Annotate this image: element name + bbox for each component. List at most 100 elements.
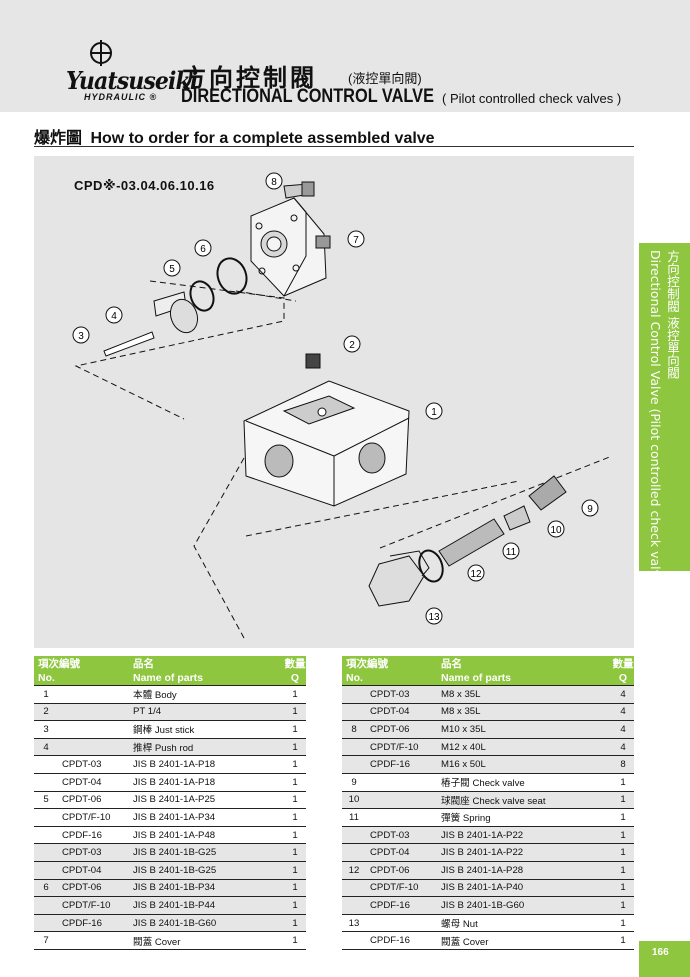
part-name-cell: 彈簧 Spring — [437, 808, 612, 827]
callout-13: 13 — [425, 607, 443, 625]
quantity-cell: 1 — [284, 861, 306, 880]
col-q-en: Q — [612, 671, 634, 686]
quantity-cell: 1 — [612, 861, 634, 880]
quantity-cell: 4 — [612, 685, 634, 704]
model-cell: CPDT/F-10 — [366, 738, 437, 757]
callout-5: 5 — [163, 259, 181, 277]
part-number-cell: 12 — [342, 861, 366, 880]
quantity-cell: 1 — [284, 685, 306, 704]
col-no-en: No. — [34, 671, 129, 686]
part-number-cell: 7 — [34, 931, 58, 950]
callout-7: 7 — [347, 230, 365, 248]
part-name-cell: JIS B 2401-1B-G60 — [437, 896, 612, 915]
svg-text:10: 10 — [550, 525, 562, 536]
model-cell: CPDT-03 — [366, 685, 437, 704]
quantity-cell: 1 — [284, 843, 306, 862]
svg-text:13: 13 — [428, 612, 440, 623]
svg-text:3: 3 — [78, 331, 84, 342]
quantity-cell: 1 — [612, 896, 634, 915]
side-tab — [639, 243, 690, 571]
part-name-cell: JIS B 2401-1B-P44 — [129, 896, 284, 915]
callout-4: 4 — [105, 306, 123, 324]
callout-10: 10 — [547, 520, 565, 538]
part-name-cell: PT 1/4 — [129, 703, 284, 722]
model-cell: CPDT-03 — [58, 843, 129, 862]
svg-text:7: 7 — [353, 235, 359, 246]
quantity-cell: 1 — [612, 808, 634, 827]
quantity-cell: 1 — [612, 931, 634, 950]
col-name-zh: 品名 — [129, 656, 284, 671]
page-number-tab — [639, 941, 690, 977]
part-name-cell: JIS B 2401-1A-P40 — [437, 879, 612, 898]
quantity-cell: 1 — [284, 808, 306, 827]
quantity-cell: 1 — [612, 773, 634, 792]
title-english-sub: ( Pilot controlled check valves ) — [442, 91, 622, 106]
model-cell — [58, 685, 129, 704]
svg-text:6: 6 — [200, 244, 206, 255]
callout-9: 9 — [581, 499, 599, 517]
quantity-cell: 1 — [284, 826, 306, 845]
part-name-cell: JIS B 2401-1B-G60 — [129, 914, 284, 933]
part-number-cell: 3 — [34, 720, 58, 739]
part-number-cell — [342, 738, 366, 757]
title-english: DIRECTIONAL CONTROL VALVE — [181, 86, 434, 107]
callout-8: 8 — [265, 172, 283, 190]
col-name-zh: 品名 — [437, 656, 612, 671]
logo-wordmark: Yuatsuseiki — [66, 66, 198, 95]
part-name-cell: M10 x 35L — [437, 720, 612, 739]
col-name-en: Name of parts — [437, 671, 612, 686]
quantity-cell: 1 — [284, 738, 306, 757]
model-cell: CPDT-06 — [58, 879, 129, 898]
part-number-cell — [34, 808, 58, 827]
part-name-cell: JIS B 2401-1A-P22 — [437, 826, 612, 845]
title-chinese-sub: (液控單向閥) — [348, 71, 422, 86]
quantity-cell: 1 — [284, 896, 306, 915]
model-cell: CPDT-06 — [366, 861, 437, 880]
part-number-cell — [34, 773, 58, 792]
title-chinese: 方向控制閥 — [182, 64, 317, 92]
part-name-cell: JIS B 2401-1A-P28 — [437, 861, 612, 880]
part-number-cell — [34, 843, 58, 862]
callout-3: 3 — [72, 326, 90, 344]
exploded-diagram: 1 2 3 4 5 6 7 8 9 10 11 12 13 CPD※-03.04… — [34, 156, 634, 648]
col-q-en: Q — [284, 671, 306, 686]
model-cell — [366, 914, 437, 933]
callout-2: 2 — [343, 335, 361, 353]
part-number-cell: 4 — [34, 738, 58, 757]
part-name-cell: JIS B 2401-1A-P25 — [129, 791, 284, 810]
part-name-cell: 螺母 Nut — [437, 914, 612, 933]
part-name-cell: JIS B 2401-1A-P48 — [129, 826, 284, 845]
part-number-cell: 10 — [342, 791, 366, 810]
svg-text:8: 8 — [271, 177, 277, 188]
callout-11: 11 — [502, 542, 520, 560]
part-number-cell — [342, 896, 366, 915]
model-cell: CPDT-06 — [58, 791, 129, 810]
part-number-cell — [342, 931, 366, 950]
model-cell — [366, 773, 437, 792]
logo-subtitle: HYDRAULIC ® — [84, 92, 158, 102]
quantity-cell: 8 — [612, 755, 634, 774]
model-cell: CPDF-16 — [58, 914, 129, 933]
col-no-en: No. — [342, 671, 437, 686]
col-q-zh: 數量 — [612, 656, 634, 671]
part-number-cell: 1 — [34, 685, 58, 704]
part-number-cell: 8 — [342, 720, 366, 739]
part-number-cell — [342, 685, 366, 704]
part-name-cell: JIS B 2401-1B-G25 — [129, 861, 284, 880]
svg-text:2: 2 — [349, 340, 355, 351]
header-band — [0, 0, 690, 112]
model-cell: CPDF-16 — [366, 931, 437, 950]
